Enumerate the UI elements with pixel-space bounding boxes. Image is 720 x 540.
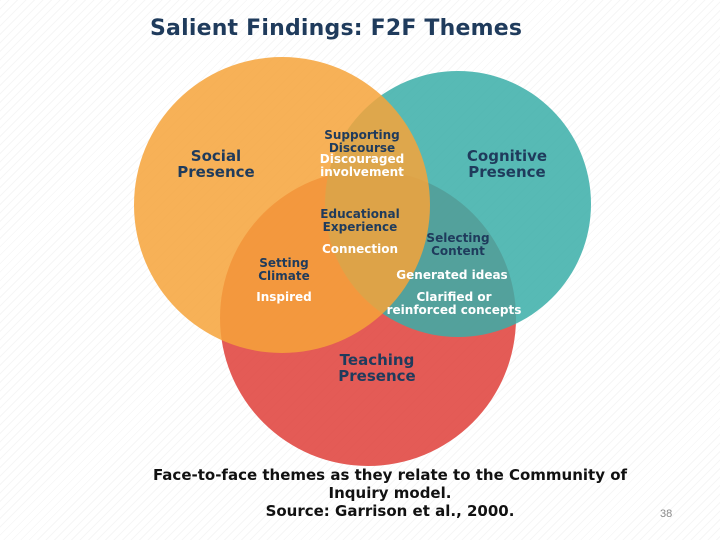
figure-caption: Face-to-face themes as they relate to th… bbox=[152, 466, 628, 520]
slide-title: Salient Findings: F2F Themes bbox=[150, 16, 523, 41]
generated-ideas-label: Generated ideas bbox=[396, 268, 508, 282]
page-number: 38 bbox=[660, 508, 673, 520]
inspired-label: Inspired bbox=[256, 290, 312, 304]
social-presence-circle bbox=[134, 57, 430, 353]
connection-label: Connection bbox=[321, 242, 399, 256]
